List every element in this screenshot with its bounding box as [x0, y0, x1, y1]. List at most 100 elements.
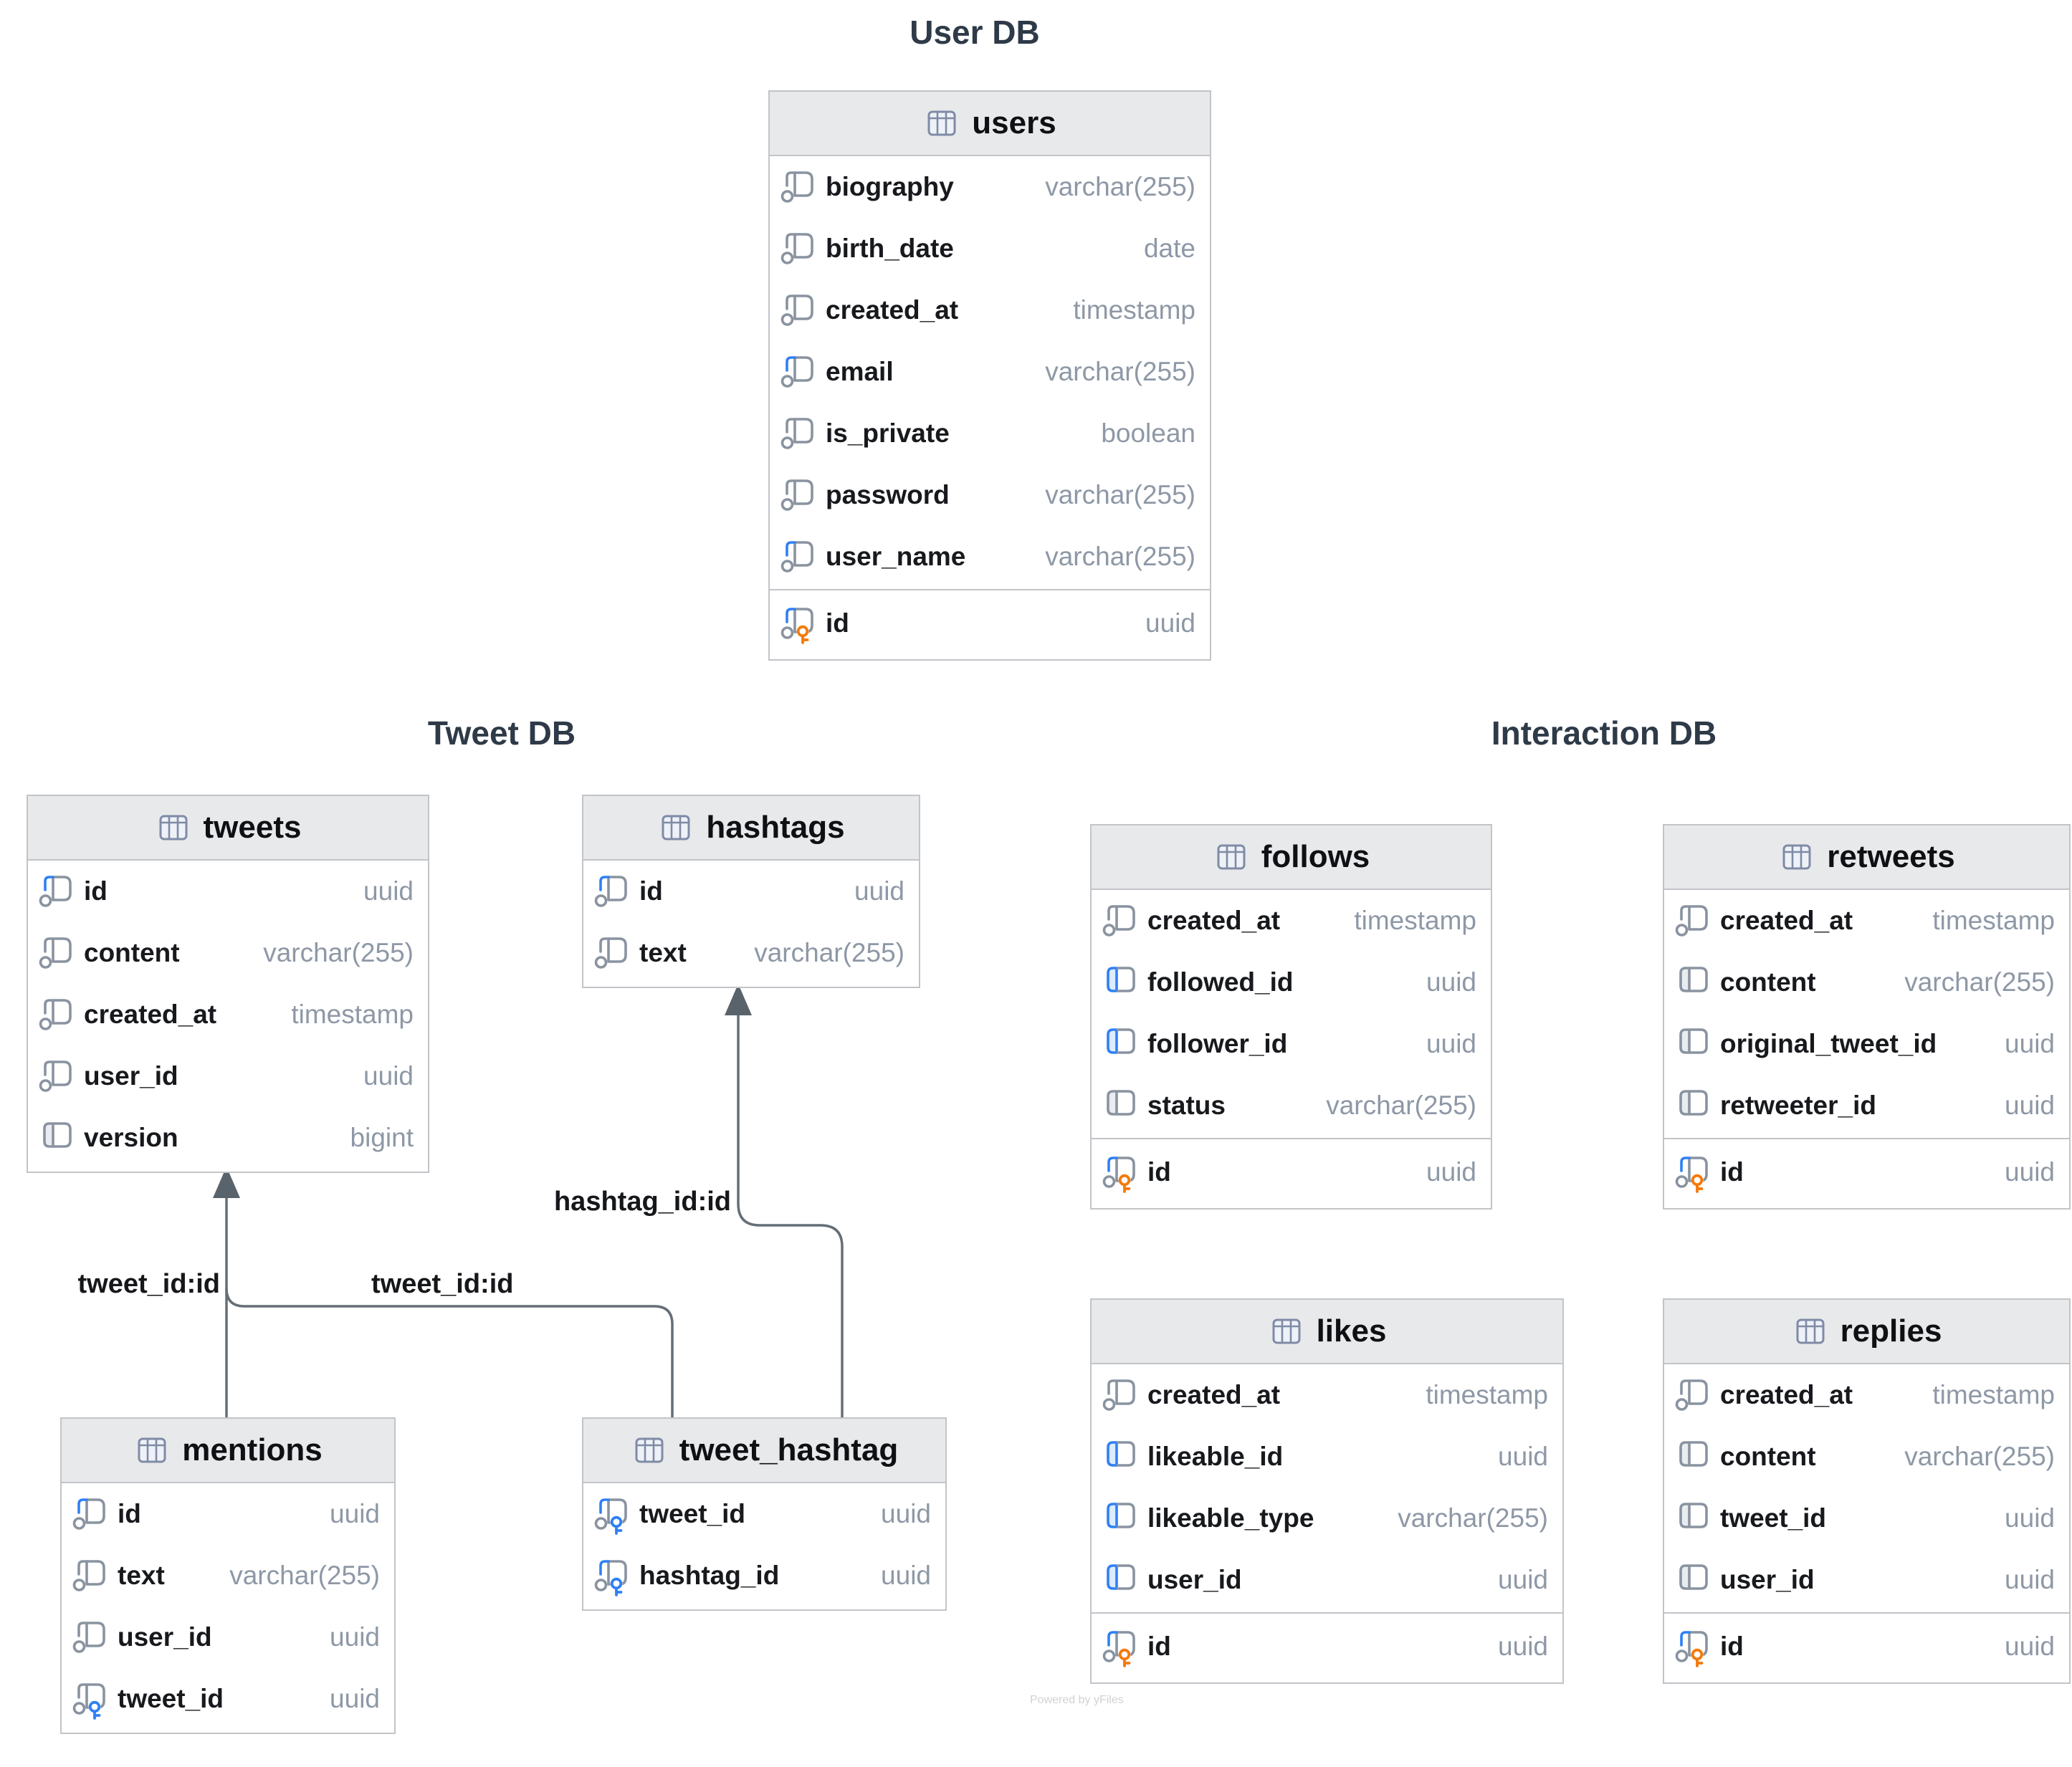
column-icon [39, 999, 72, 1030]
field-type: varchar(255) [1326, 1091, 1476, 1120]
relation-label: tweet_id:id [77, 1269, 220, 1299]
column-icon [780, 541, 813, 573]
field-type: uuid [2005, 1091, 2055, 1120]
column-icon [1107, 1503, 1135, 1528]
column-icon [39, 876, 72, 907]
field-name: tweet_id [639, 1499, 746, 1528]
field-type: varchar(255) [1904, 967, 2055, 997]
table-header-hashtags[interactable]: hashtags [583, 796, 919, 861]
column-icon [1107, 967, 1135, 992]
field-name: user_id [118, 1622, 212, 1652]
field-name: user_id [84, 1061, 178, 1091]
column-icon [1679, 1441, 1708, 1467]
field-name: id [1147, 1157, 1171, 1187]
table-header-retweets[interactable]: retweets [1664, 825, 2069, 890]
table-header-tweet_hashtag[interactable]: tweet_hashtag [583, 1419, 945, 1483]
field-name: likeable_id [1147, 1442, 1284, 1471]
field-name: is_private [826, 418, 950, 448]
column-icon [72, 1622, 105, 1653]
field-name: created_at [826, 295, 959, 325]
field-row-created_at[interactable]: created_at timestamp [770, 279, 1210, 341]
field-name: likeable_type [1147, 1503, 1314, 1533]
table-title: follows [1261, 839, 1370, 874]
field-type: uuid [881, 1499, 931, 1528]
table-icon [1217, 844, 1246, 870]
table-icon [662, 815, 690, 841]
relation-line[interactable] [737, 1015, 844, 1417]
table-title: tweet_hashtag [679, 1432, 899, 1467]
field-type: uuid [1498, 1632, 1548, 1661]
field-row-tweet_id[interactable]: tweet_id uuid [583, 1483, 945, 1545]
column-icon [780, 233, 813, 264]
field-name: id [118, 1499, 141, 1528]
primary-key-column-icon [1102, 1631, 1135, 1670]
table-header-mentions[interactable]: mentions [62, 1419, 394, 1483]
relation-line[interactable] [225, 1288, 674, 1417]
field-name: created_at [1720, 906, 1853, 935]
table-header-replies[interactable]: replies [1664, 1300, 2069, 1364]
column-icon [780, 356, 813, 388]
field-type: timestamp [1932, 1380, 2055, 1409]
table-header-likes[interactable]: likes [1092, 1300, 1562, 1364]
table-header-tweets[interactable]: tweets [28, 796, 428, 861]
field-type: timestamp [1073, 295, 1195, 325]
field-name: user_name [826, 542, 966, 571]
column-icon [1679, 967, 1708, 992]
table-header-users[interactable]: users [770, 92, 1210, 156]
table-icon [927, 110, 956, 136]
table-icon [1796, 1318, 1825, 1344]
field-type: varchar(255) [263, 938, 414, 967]
table-header-follows[interactable]: follows [1092, 825, 1491, 890]
field-name: user_id [1147, 1565, 1242, 1594]
